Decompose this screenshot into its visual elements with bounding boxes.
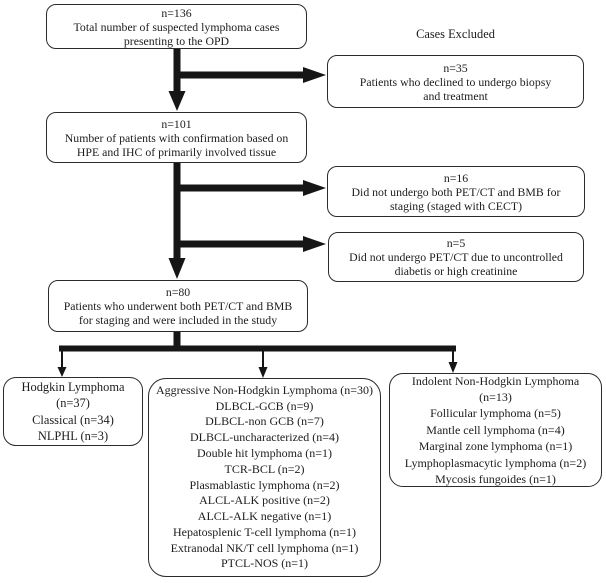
count-label: n=101 bbox=[161, 116, 192, 131]
arrow-branch-staging bbox=[173, 180, 326, 196]
box-text-line: presenting to the OPD bbox=[123, 33, 230, 48]
box-text-line: HPE and IHC of primarily involved tissue bbox=[76, 144, 277, 159]
arrow-drop-aggressive bbox=[258, 350, 268, 378]
arrow-confirmed-to-included bbox=[168, 163, 186, 279]
box-text-line: Did not undergo both PET/CT and BMB for bbox=[351, 184, 561, 199]
arrow-total-to-confirmed bbox=[168, 47, 186, 111]
box-text-line: Classical (n=34) bbox=[32, 412, 114, 427]
box-text-line: Total number of suspected lymphoma cases bbox=[73, 19, 280, 34]
arrow-branch-declined bbox=[173, 67, 326, 83]
box-text-line: Number of patients with confirmation bas… bbox=[64, 130, 289, 145]
count-label: n=5 bbox=[446, 236, 466, 250]
box-excluded-no-petct-bmb: n=16 Did not undergo both PET/CT and BMB… bbox=[327, 166, 585, 217]
count-label: n=136 bbox=[161, 5, 192, 20]
box-text-line: Patients who declined to undergo biopsy bbox=[359, 74, 552, 89]
box-text-line: Plasmablastic lymphoma (n=2) bbox=[189, 477, 340, 492]
arrow-distribution-bar bbox=[59, 332, 456, 352]
box-text-line: Hepatosplenic T-cell lymphoma (n=1) bbox=[172, 524, 357, 539]
box-text-line: and treatment bbox=[423, 88, 488, 103]
box-text-line: DLBCL-GCB (n=9) bbox=[215, 398, 314, 413]
box-text-line: (n=37) bbox=[56, 396, 90, 410]
box-text-line: Double hit lymphoma (n=1) bbox=[196, 445, 333, 460]
box-text-line: PTCL-NOS (n=1) bbox=[220, 556, 309, 571]
box-text-line: ALCL-ALK negative (n=1) bbox=[197, 509, 332, 524]
box-text-line: Mycosis fungoides (n=1) bbox=[435, 472, 556, 487]
box-indolent-nhl: Indolent Non-Hodgkin Lymphoma (n=13) Fol… bbox=[389, 373, 602, 487]
box-text-line: Indolent Non-Hodgkin Lymphoma (n=13) bbox=[411, 373, 580, 404]
count-label: n=16 bbox=[443, 170, 469, 185]
box-text-line: Hodgkin Lymphoma bbox=[21, 379, 125, 394]
box-text-line: for staging and were included in the stu… bbox=[78, 313, 278, 327]
arrow-drop-hodgkin bbox=[57, 350, 67, 377]
box-text-line: Patients who underwent both PET/CT and B… bbox=[63, 299, 293, 313]
box-text-line: Did not undergo PET/CT due to uncontroll… bbox=[349, 250, 563, 264]
box-text-line: Marginal zone lymphoma (n=1) bbox=[418, 439, 573, 454]
box-hodgkin-lymphoma: Hodgkin Lymphoma (n=37) Classical (n=34)… bbox=[3, 377, 143, 446]
box-text-line: TCR-BCL (n=2) bbox=[224, 461, 305, 476]
cases-excluded-label: Cases Excluded bbox=[416, 27, 495, 41]
box-confirmed-patients: n=101 Number of patients with confirmati… bbox=[46, 112, 307, 163]
box-text-line: diabetis or high creatinine bbox=[394, 264, 518, 278]
box-text-line: NLPHL (n=3) bbox=[37, 429, 109, 443]
arrow-branch-uncontrolled bbox=[173, 236, 326, 252]
box-aggressive-nhl: Aggressive Non-Hodgkin Lymphoma (n=30) D… bbox=[148, 378, 381, 577]
box-text-line: Lymphoplasmacytic lymphoma (n=2) bbox=[404, 455, 587, 470]
box-text-line: Follicular lymphoma (n=5) bbox=[430, 406, 561, 421]
count-label: n=35 bbox=[443, 60, 468, 75]
box-text-line: staging (staged with CECT) bbox=[389, 198, 523, 213]
box-text-line: DLBCL-uncharacterized (n=4) bbox=[189, 430, 340, 445]
box-total-suspected-cases: n=136 Total number of suspected lymphoma… bbox=[46, 4, 307, 49]
box-excluded-uncontrolled-diabetis: n=5 Did not undergo PET/CT due to uncont… bbox=[328, 232, 584, 282]
box-included-in-study: n=80 Patients who underwent both PET/CT … bbox=[48, 280, 308, 332]
box-text-line: Extranodal NK/T cell lymphoma (n=1) bbox=[170, 540, 359, 555]
arrow-drop-indolent bbox=[448, 350, 458, 373]
box-text-line: Mantle cell lymphoma (n=4) bbox=[426, 422, 565, 437]
box-text-line: DLBCL-non GCB (n=7) bbox=[205, 414, 324, 429]
box-text-line: ALCL-ALK positive (n=2) bbox=[199, 493, 330, 508]
box-text-line: Aggressive Non-Hodgkin Lymphoma (n=30) bbox=[155, 382, 374, 397]
count-label: n=80 bbox=[165, 285, 191, 299]
box-excluded-declined-biopsy: n=35 Patients who declined to undergo bi… bbox=[327, 55, 584, 108]
